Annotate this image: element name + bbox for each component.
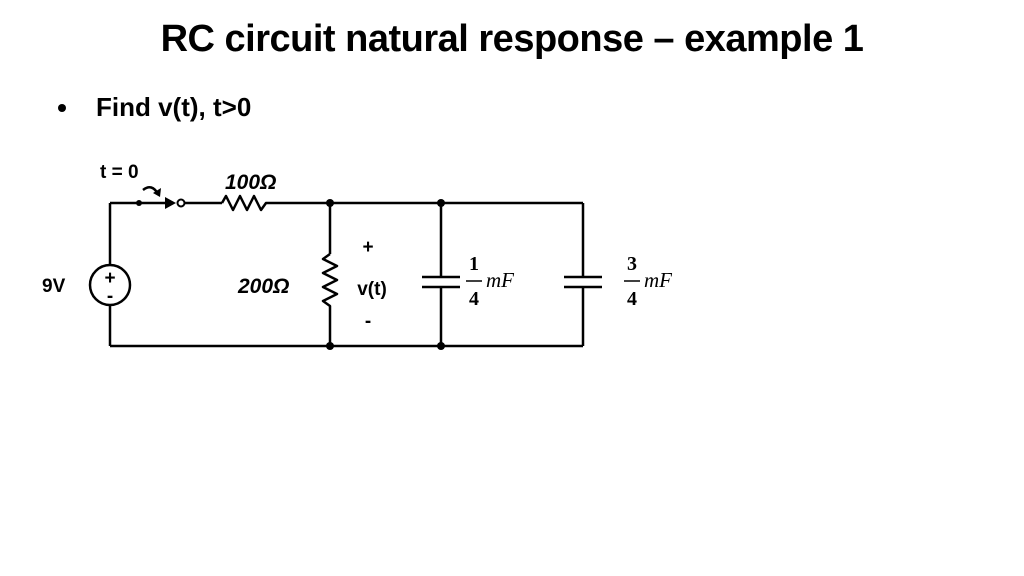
capacitor-2-icon <box>564 275 602 289</box>
capacitor-2-numerator: 3 <box>627 253 637 275</box>
slide-title: RC circuit natural response – example 1 <box>160 18 864 60</box>
vt-label: v(t) <box>357 279 387 300</box>
capacitor-1-numerator: 1 <box>469 253 479 275</box>
circuit-wires <box>108 201 585 348</box>
node-bottom-1 <box>326 342 334 350</box>
resistor-200-icon <box>321 252 339 310</box>
switch-label: t = 0 <box>100 162 139 183</box>
capacitor-2-denominator: 4 <box>627 288 637 310</box>
bullet-item: Find v(t), t>0 <box>58 92 251 123</box>
bullet-text: Find v(t), t>0 <box>96 92 252 122</box>
resistor-100-label: 100Ω <box>225 171 276 194</box>
capacitor-2-unit: mF <box>644 268 672 292</box>
capacitor-1-denominator: 4 <box>469 288 479 310</box>
resistor-100-icon <box>220 194 270 212</box>
capacitor-1-icon <box>422 275 460 289</box>
node-top-2 <box>437 199 445 207</box>
capacitor-1-unit: mF <box>486 268 514 292</box>
circuit-nodes <box>326 199 445 350</box>
bullet-dot-icon <box>58 103 66 112</box>
switch-icon <box>136 186 186 209</box>
source-plus: + <box>104 268 115 289</box>
node-bottom-2 <box>437 342 445 350</box>
resistor-200-label: 200Ω <box>237 275 289 298</box>
voltage-source-icon <box>88 263 132 307</box>
source-value: 9V <box>42 276 66 297</box>
vt-minus: - <box>365 311 371 332</box>
vt-plus: + <box>362 237 373 258</box>
node-top-1 <box>326 199 334 207</box>
source-minus: - <box>107 286 113 307</box>
